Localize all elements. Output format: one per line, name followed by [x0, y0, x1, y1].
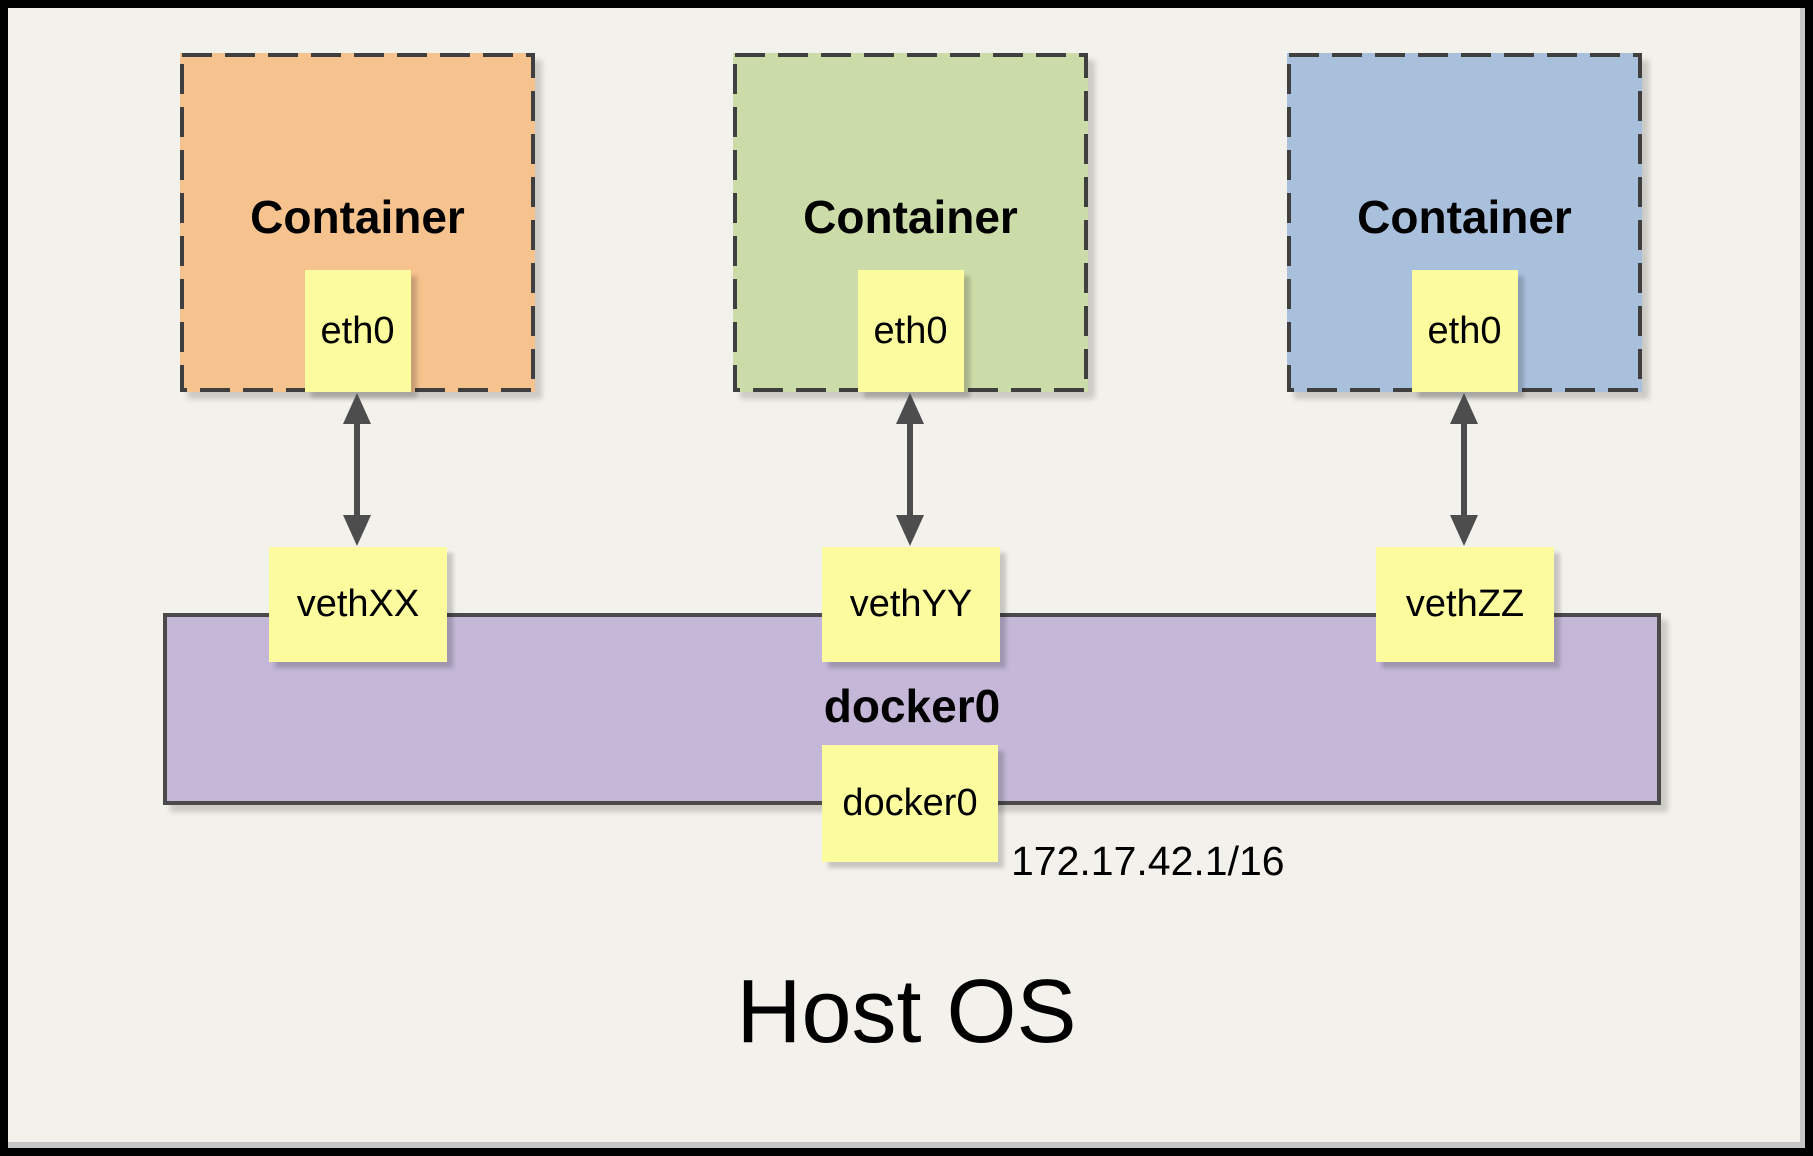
eth0-box-3: eth0 — [1411, 270, 1518, 392]
vethyy-label: vethYY — [849, 583, 973, 625]
vethyy-box: vethYY — [822, 547, 1000, 662]
eth0-label: eth0 — [1427, 309, 1502, 352]
container-box-3: Container eth0 — [1287, 53, 1642, 392]
container-box-1: Container eth0 — [180, 53, 535, 392]
double-arrow-icon — [1450, 393, 1478, 546]
eth0-label: eth0 — [873, 309, 948, 352]
docker0-interface-label: docker0 — [842, 782, 978, 824]
container-title: Container — [1357, 191, 1572, 243]
host-os-label: Host OS — [736, 962, 1077, 1062]
container-box-2: Container eth0 — [733, 53, 1088, 392]
vethxx-box: vethXX — [269, 547, 447, 662]
double-arrow-icon — [343, 393, 371, 546]
eth0-box-1: eth0 — [304, 270, 411, 392]
bridge-ip-label: 172.17.42.1/16 — [1011, 838, 1285, 884]
eth0-box-2: eth0 — [857, 270, 964, 392]
vethzz-label: vethZZ — [1405, 583, 1525, 625]
container-title: Container — [250, 191, 465, 243]
docker0-interface-box: docker0 — [822, 745, 998, 862]
vethzz-box: vethZZ — [1376, 547, 1554, 662]
vethxx-label: vethXX — [296, 583, 420, 625]
double-arrow-icon — [896, 393, 924, 546]
eth0-label: eth0 — [320, 309, 395, 352]
docker0-bridge-title: docker0 — [823, 680, 1001, 732]
container-title: Container — [803, 191, 1018, 243]
